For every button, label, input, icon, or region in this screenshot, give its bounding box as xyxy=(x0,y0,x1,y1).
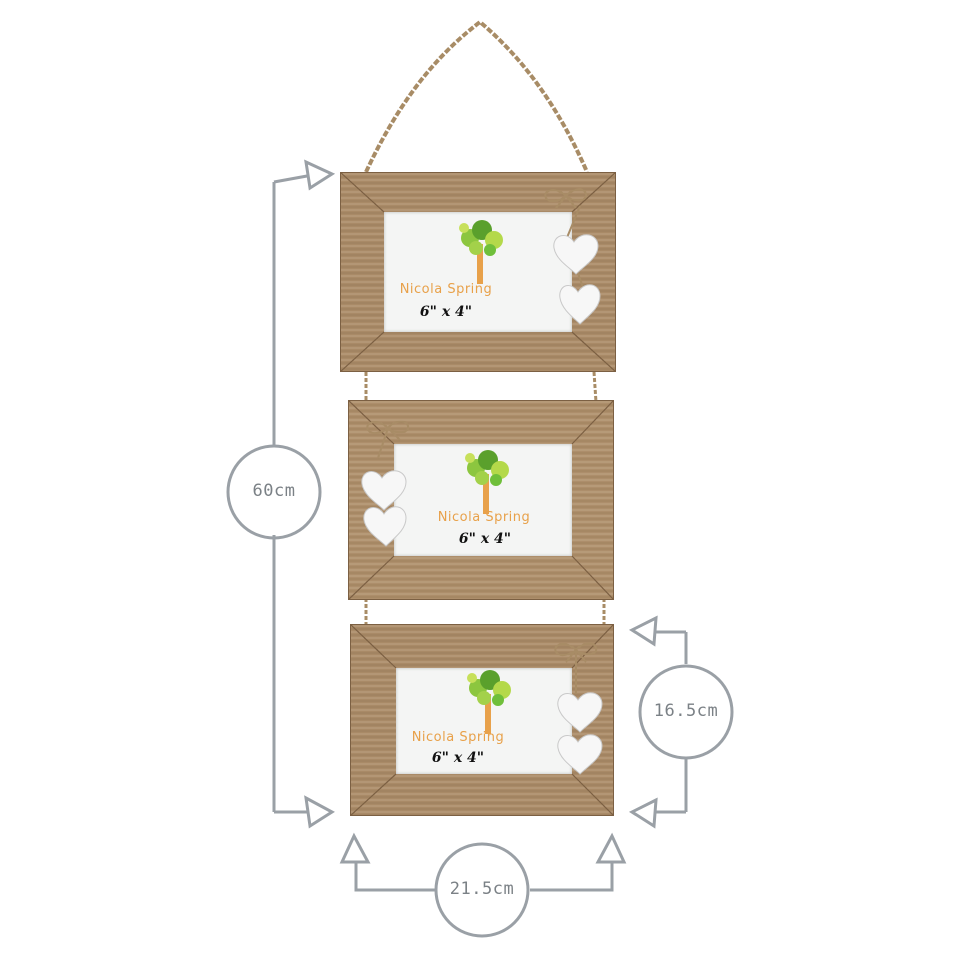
photo-size-label: 6" x 4" xyxy=(419,304,473,320)
heart-ornaments xyxy=(554,642,603,775)
tree-logo-icon xyxy=(459,220,503,284)
photo-frame-bottom: Nicola Spring 6" x 4" xyxy=(350,624,614,816)
brand-name: Nicola Spring xyxy=(399,282,493,297)
brand-name: Nicola Spring xyxy=(411,730,505,745)
photo-size-label: 6" x 4" xyxy=(458,531,512,547)
frame-width-label: 21.5cm xyxy=(449,879,515,899)
photo-size-label: 6" x 4" xyxy=(431,750,485,766)
frame-height-dimension xyxy=(628,615,734,829)
heart-icon xyxy=(559,284,601,325)
heart-icon xyxy=(363,506,407,547)
height-dimension xyxy=(226,159,336,829)
photo-frame-middle: Nicola Spring 6" x 4" xyxy=(348,400,614,600)
frame-height-label: 16.5cm xyxy=(653,701,719,721)
heart-icon xyxy=(557,734,603,775)
heart-icon xyxy=(557,692,603,733)
total-height-label: 60cm xyxy=(252,481,296,501)
hanging-rope xyxy=(364,19,589,173)
tree-logo-icon xyxy=(465,450,509,514)
heart-icon xyxy=(361,470,407,511)
photo-frame-top: Nicola Spring 6" x 4" xyxy=(340,172,616,372)
heart-icon xyxy=(553,234,599,275)
heart-ornaments xyxy=(361,420,410,547)
frame-width-dimension xyxy=(339,832,627,938)
tree-logo-icon xyxy=(467,670,511,734)
brand-name: Nicola Spring xyxy=(437,510,531,525)
heart-ornaments xyxy=(544,188,601,325)
